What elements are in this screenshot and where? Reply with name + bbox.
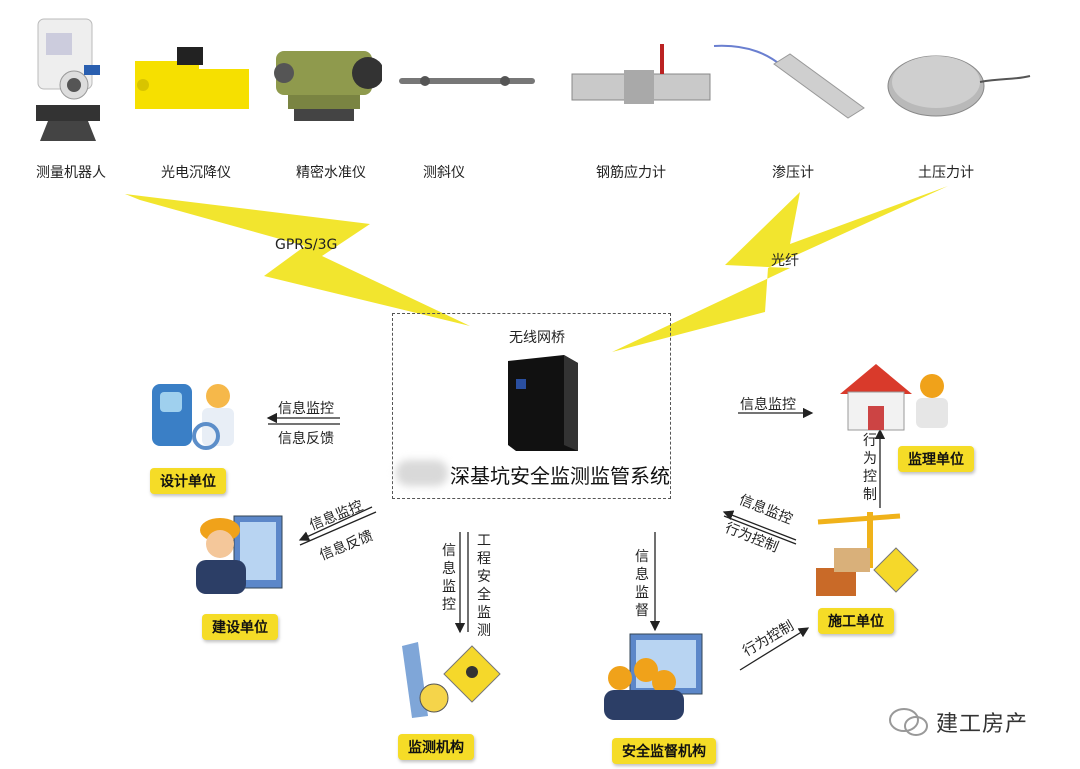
owner-worker-icon (196, 515, 283, 594)
owner-unit-label: 建设单位 (202, 614, 278, 640)
inclinometer-icon (399, 76, 535, 86)
design-unit-figure (150, 378, 238, 462)
monitor-info-label: 信息监控 (442, 543, 456, 613)
device-label-photoelectric: 光电沉降仪 (161, 165, 231, 181)
bridge-label: 无线网桥 (509, 330, 565, 346)
rebar-stress-meter-icon (571, 44, 711, 104)
device-label-level: 精密水准仪 (296, 165, 366, 181)
supervision-house-icon (840, 364, 948, 431)
design-unit-label: 设计单位 (150, 468, 226, 494)
gprs-label: GPRS/3G (275, 237, 338, 253)
monitor-tools-icon (402, 642, 501, 718)
wechat-icon (889, 708, 928, 736)
watermark: 建工房产 (888, 706, 1028, 738)
device-label-piezometer: 渗压计 (772, 165, 814, 181)
design-monitor-label: 信息监控 (278, 401, 334, 417)
device-label-earth-pressure: 土压力计 (918, 165, 974, 181)
fiber-lightning (612, 186, 948, 352)
safety-unit-label: 安全监督机构 (612, 738, 716, 764)
monitor-engineering-label: 工程安全监测 (477, 533, 491, 639)
device-inclinometer (395, 70, 541, 94)
supervision-monitor-label: 信息监控 (740, 397, 796, 413)
device-level (270, 45, 384, 125)
safety-supervise-label: 信息监督 (635, 549, 649, 619)
safety-workers-icon (604, 633, 703, 720)
server-icon (508, 355, 578, 451)
system-title: 深基坑安全监测监管系统 (450, 464, 670, 488)
supervision-unit-label: 监理单位 (898, 446, 974, 472)
fiber-label: 光纤 (771, 253, 799, 269)
safety-unit-figure (602, 632, 706, 722)
owner-unit-figure (194, 512, 284, 596)
supervision-unit-figure (836, 360, 952, 436)
construction-site-icon (816, 512, 919, 596)
construction-unit-label: 施工单位 (818, 608, 894, 634)
monitor-unit-label: 监测机构 (398, 734, 474, 760)
supervision-control-label: 行为控制 (863, 433, 877, 503)
watermark-text: 建工房产 (936, 712, 1029, 737)
device-total-station (26, 15, 110, 145)
device-piezometer (710, 40, 870, 120)
blurred-logo (396, 460, 448, 486)
piezometer-icon (713, 44, 865, 119)
device-photoelectric (131, 45, 253, 117)
device-rebar-meter (570, 40, 712, 104)
design-feedback-label: 信息反馈 (278, 431, 334, 447)
device-label-total-station: 测量机器人 (36, 165, 106, 181)
server (502, 355, 582, 453)
photoelectric-settlement-gauge-icon (135, 47, 249, 109)
construction-unit-figure (808, 508, 920, 602)
total-station-robot-icon (36, 18, 100, 141)
earth-pressure-cell-icon (887, 55, 1031, 117)
system-frame (392, 313, 671, 499)
design-worker-icon (152, 384, 234, 450)
device-label-inclinometer: 测斜仪 (423, 165, 465, 181)
device-earth-pressure (884, 38, 1034, 122)
device-label-rebar-meter: 钢筋应力计 (596, 165, 666, 181)
precision-level-icon (274, 51, 384, 121)
monitor-unit-figure (398, 640, 502, 720)
